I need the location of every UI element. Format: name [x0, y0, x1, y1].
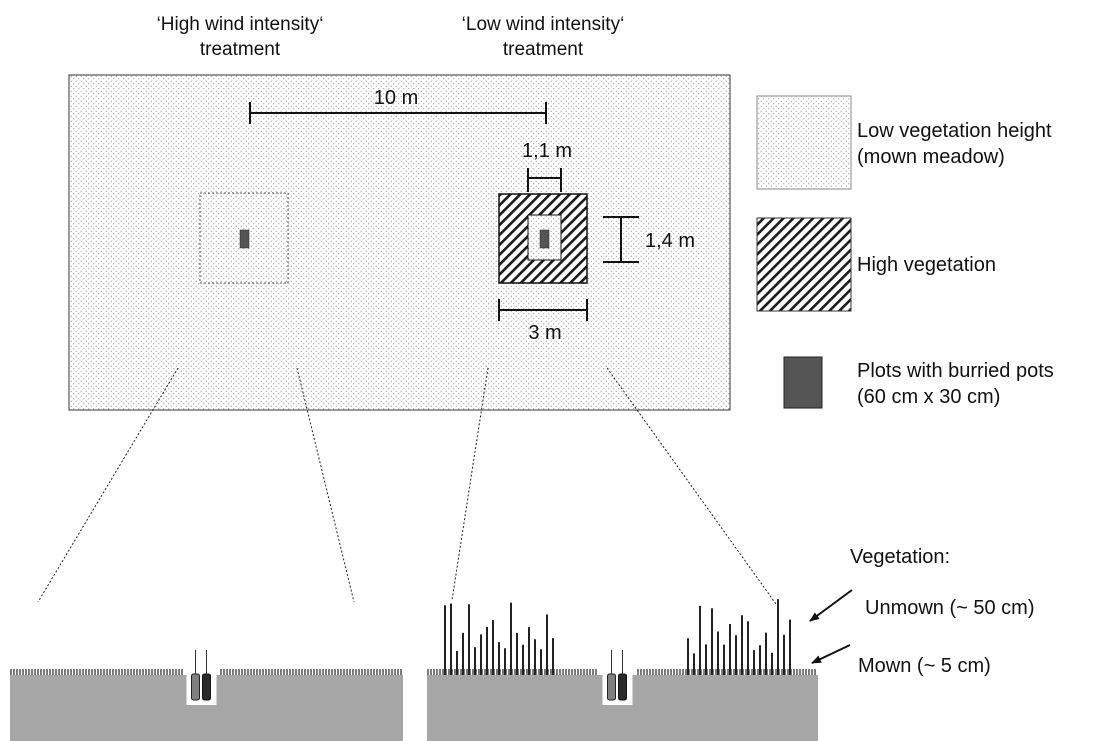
inner-width-label-bg [516, 140, 576, 160]
legend: Low vegetation height (mown meadow) High… [756, 95, 1054, 409]
legend-high-vegetation-swatch [756, 217, 852, 312]
high-wind-plot-outline [199, 192, 289, 284]
high-wind-header-line2: treatment [200, 39, 281, 60]
outer-width-dimension [498, 299, 588, 321]
ground [427, 675, 818, 741]
inner-height-label: 1,4 m [645, 230, 695, 252]
low-wind-header-line2: treatment [503, 39, 584, 60]
meadow-field [68, 74, 731, 411]
distance-label-bg [368, 86, 426, 108]
projection-lines [37, 367, 777, 605]
pot-dark [618, 673, 627, 701]
pot-dark [202, 673, 211, 701]
distance-dimension [249, 102, 547, 124]
legend-low-vegetation-line1: Low vegetation height [857, 120, 1052, 142]
mown-arrow [811, 644, 851, 664]
vegetation-title: Vegetation: [850, 546, 950, 568]
inner-width-dimension [527, 168, 562, 192]
unmown-grass-tuft [687, 599, 791, 675]
mown-stubble [10, 669, 402, 675]
distance-label: 10 m [374, 87, 418, 109]
inner-width-label: 1,1 m [522, 140, 572, 162]
inner-height-dimension [603, 216, 639, 263]
pot-light [191, 673, 200, 701]
high-wind-header-line1: ‘High wind intensity‘ [157, 14, 324, 35]
legend-high-vegetation-line1: High vegetation [857, 254, 996, 276]
outer-width-label: 3 m [528, 322, 561, 344]
legend-plot-swatch [783, 356, 823, 409]
low-wind-cross-section [427, 599, 818, 741]
vegetation-mown-label: Mown (~ 5 cm) [858, 655, 991, 677]
unmown-arrow [809, 589, 853, 622]
legend-low-vegetation-line2: (mown meadow) [857, 146, 1005, 168]
high-wind-treatment-header: ‘High wind intensity‘ treatment [157, 14, 324, 60]
ground [10, 675, 403, 741]
low-wind-treatment-header: ‘Low wind intensity‘ treatment [462, 14, 625, 60]
legend-plots-line1: Plots with burried pots [857, 360, 1054, 382]
pot-light [607, 673, 616, 701]
outer-width-label-bg [527, 320, 563, 342]
vegetation-unmown-label: Unmown (~ 50 cm) [865, 597, 1035, 619]
low-wind-pot-plot [539, 229, 550, 249]
high-wind-cross-section [10, 650, 403, 741]
unmown-grass-tuft [444, 602, 554, 675]
low-wind-header-line1: ‘Low wind intensity‘ [462, 14, 625, 35]
legend-plots-line2: (60 cm x 30 cm) [857, 386, 1000, 408]
legend-low-vegetation-swatch [756, 95, 852, 190]
vegetation-cross-sections [10, 599, 818, 741]
high-wind-pot-plot [239, 229, 250, 249]
inner-height-label-bg [639, 228, 701, 250]
